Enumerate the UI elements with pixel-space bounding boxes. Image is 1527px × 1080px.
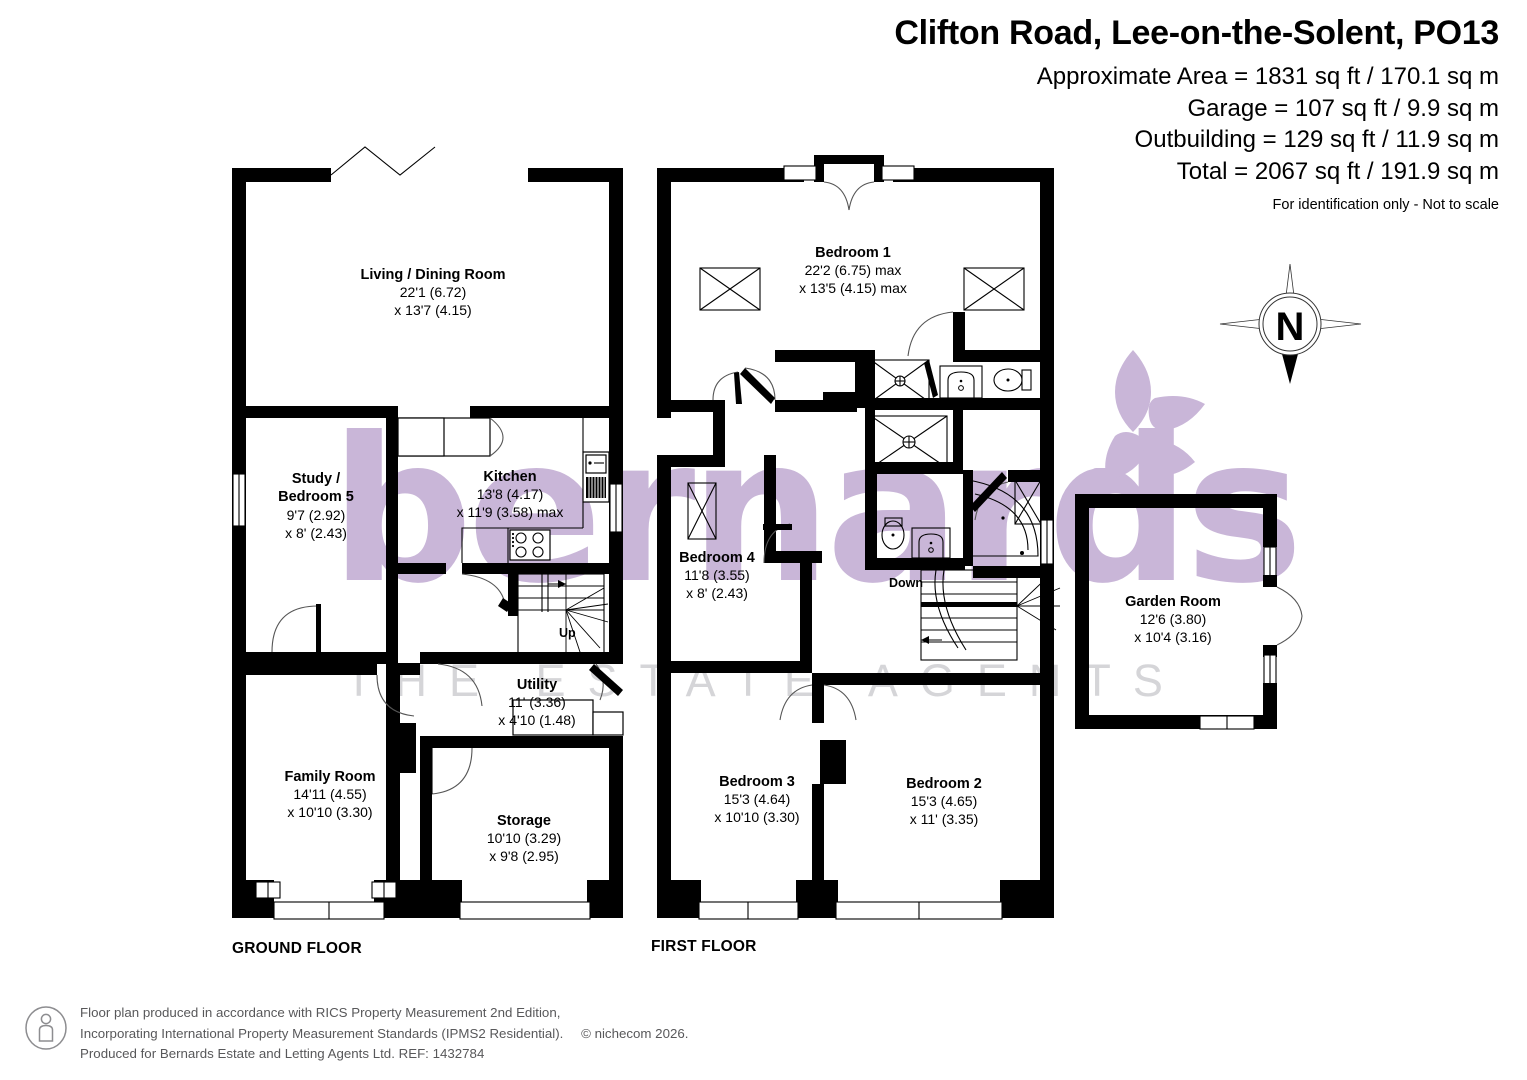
first-floor-plan [657, 155, 1061, 920]
room-name: Bedroom 4 [679, 550, 755, 566]
room-dimension-2: x 9'8 (2.95) [489, 848, 559, 865]
compass-north-letter: N [1276, 305, 1305, 349]
room-label-storage: Storage 10'10 (3.29) x 9'8 (2.95) [487, 812, 561, 866]
room-label-garden-room: Garden Room 12'6 (3.80) x 10'4 (3.16) [1125, 593, 1221, 647]
room-name: Bedroom 3 [719, 774, 795, 790]
footer-line-2-standards: Incorporating International Property Mea… [80, 1025, 564, 1041]
room-label-utility: Utility 11' (3.36) x 4'10 (1.48) [498, 676, 575, 730]
footer-text: Floor plan produced in accordance with R… [80, 1003, 688, 1064]
room-label-study-bedroom5: Study / Bedroom 5 9'7 (2.92) x 8' (2.43) [278, 470, 354, 542]
room-dimension-1: 11'8 (3.55) [684, 567, 750, 584]
room-label-bedroom4: Bedroom 4 11'8 (3.55) x 8' (2.43) [679, 549, 755, 603]
room-label-family-room: Family Room 14'11 (4.55) x 10'10 (3.30) [284, 768, 375, 822]
room-dimension-1: 12'6 (3.80) [1139, 611, 1207, 628]
room-dimension-1: 15'3 (4.65) [910, 793, 978, 810]
floor-label-first: FIRST FLOOR [651, 938, 757, 955]
room-dimension-1: 9'7 (2.92) [286, 506, 346, 523]
room-dimension-2: x 11'9 (3.58) max [456, 504, 564, 521]
footer-line-1: Floor plan produced in accordance with R… [80, 1005, 561, 1021]
ground-stairs [517, 573, 609, 661]
area-line-approximate: Approximate Area = 1831 sq ft / 170.1 sq… [1036, 63, 1499, 91]
room-name: Utility [516, 677, 558, 693]
footer: Floor plan produced in accordance with R… [24, 1003, 688, 1064]
room-label-bedroom1: Bedroom 1 22'2 (6.75) max x 13'5 (4.15) … [799, 244, 907, 298]
room-dimension-2: x 13'5 (4.15) max [799, 280, 907, 297]
compass-rose-icon: N [1219, 263, 1362, 384]
room-dimension-1: 22'1 (6.72) [399, 284, 467, 301]
room-name: Bedroom 2 [906, 776, 982, 792]
room-name-line-1: Study / [291, 471, 341, 487]
room-dimension-2: x 8' (2.43) [285, 524, 347, 541]
page-title: Clifton Road, Lee-on-the-Solent, PO13 [894, 14, 1499, 52]
footer-copyright: © nichecom 2026. [581, 1025, 689, 1041]
room-dimension-1: 13'8 (4.17) [476, 486, 544, 503]
room-dimension-1: 11' (3.36) [508, 694, 566, 711]
disclaimer-text: For identification only - Not to scale [1272, 196, 1499, 213]
room-dimension-1: 15'3 (4.64) [723, 791, 791, 808]
person-in-circle-icon [25, 1006, 67, 1051]
room-name: Storage [497, 813, 551, 829]
area-summary: Approximate Area = 1831 sq ft / 170.1 sq… [599, 61, 1499, 188]
room-name: Kitchen [483, 469, 537, 485]
room-dimension-1: 22'2 (6.75) max [804, 262, 902, 279]
room-label-living-dining: Living / Dining Room 22'1 (6.72) x 13'7 … [361, 266, 506, 320]
room-dimension-2: x 10'10 (3.30) [287, 804, 373, 821]
room-name: Garden Room [1125, 594, 1221, 610]
area-line-outbuilding: Outbuilding = 129 sq ft / 11.9 sq m [1134, 126, 1499, 154]
room-dimension-2: x 10'10 (3.30) [714, 809, 800, 826]
room-dimension-2: x 4'10 (1.48) [498, 712, 576, 729]
room-name: Bedroom 1 [815, 245, 891, 261]
room-dimension-2: x 8' (2.43) [686, 585, 748, 602]
stair-label-up: Up [559, 626, 576, 640]
floor-label-ground: GROUND FLOOR [232, 940, 362, 957]
ground-floor-plan [232, 146, 624, 920]
room-name: Bedroom 5 [278, 489, 354, 506]
room-dimension-2: x 10'4 (3.16) [1134, 629, 1212, 646]
room-dimension-2: x 11' (3.35) [909, 811, 979, 828]
first-stairs [920, 569, 1061, 661]
footer-line-3: Produced for Bernards Estate and Letting… [80, 1045, 485, 1061]
room-dimension-1: 14'11 (4.55) [293, 786, 367, 803]
room-dimension-2: x 13'7 (4.15) [394, 302, 472, 319]
stair-label-down: Down [889, 576, 924, 590]
room-dimension-1: 10'10 (3.29) [486, 830, 562, 847]
room-label-bedroom3: Bedroom 3 15'3 (4.64) x 10'10 (3.30) [714, 773, 799, 827]
room-label-kitchen: Kitchen 13'8 (4.17) x 11'9 (3.58) max [457, 468, 564, 522]
room-label-bedroom2: Bedroom 2 15'3 (4.65) x 11' (3.35) [906, 775, 982, 829]
garden-room-plan [1075, 494, 1303, 730]
area-line-garage: Garage = 107 sq ft / 9.9 sq m [1187, 94, 1499, 122]
header: Clifton Road, Lee-on-the-Solent, PO13 Ap… [599, 14, 1499, 213]
area-line-total: Total = 2067 sq ft / 191.9 sq m [1176, 158, 1499, 186]
room-name: Living / Dining Room [360, 267, 506, 283]
footer-line-2: Incorporating International Property Mea… [80, 1024, 688, 1044]
room-name: Family Room [284, 769, 376, 785]
